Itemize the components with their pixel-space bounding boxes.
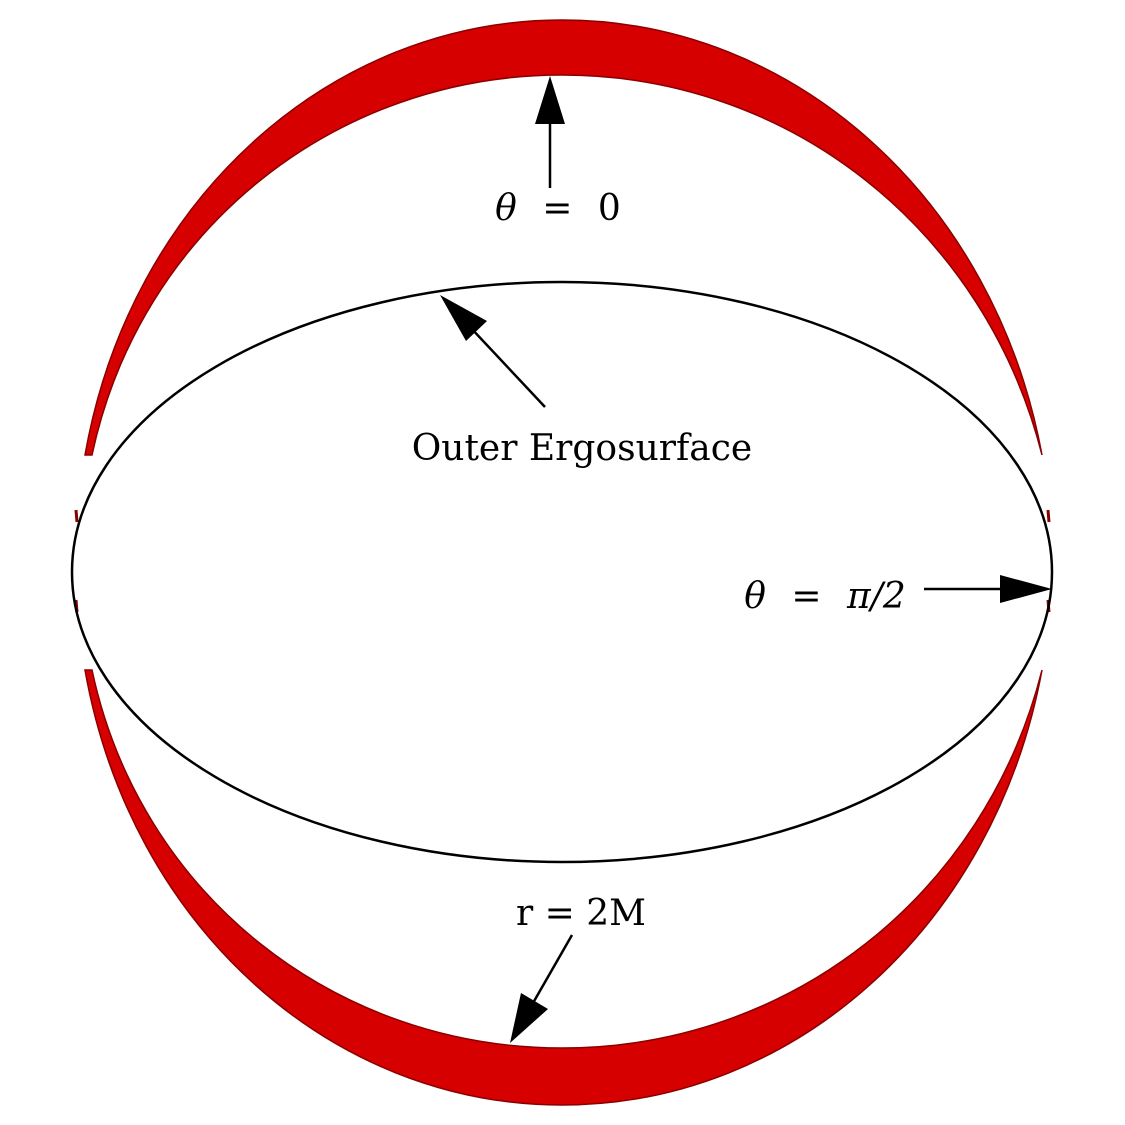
horizon-crescent-top	[84, 19, 1043, 456]
outer-ergosurface-ellipse	[70, 280, 1054, 864]
label-outer-ergosurface: Outer Ergosurface	[412, 428, 752, 469]
label-horizon: r = 2M	[516, 893, 646, 934]
label-theta-zero: θ = 0	[495, 188, 621, 229]
label-theta-half-pi: θ = π/2	[744, 576, 905, 617]
arrow-horizon	[510, 934, 574, 1043]
equator-tick-right-upper	[1046, 509, 1051, 523]
label-theta-zero-symbol: θ	[495, 188, 517, 229]
label-theta-half-pi-symbol: θ	[744, 576, 766, 617]
label-theta-half-pi-equals: =	[791, 576, 821, 617]
horizon-crescent-bottom	[84, 669, 1043, 1106]
equator-tick-left-upper	[74, 509, 79, 523]
label-theta-half-pi-value: π/2	[846, 576, 906, 617]
label-theta-zero-equals: =	[542, 188, 572, 229]
arrow-theta-zero	[535, 76, 565, 188]
label-theta-zero-value: 0	[598, 188, 621, 229]
arrow-theta-half-pi	[924, 575, 1052, 603]
arrow-outer-ergosurface	[440, 295, 546, 408]
